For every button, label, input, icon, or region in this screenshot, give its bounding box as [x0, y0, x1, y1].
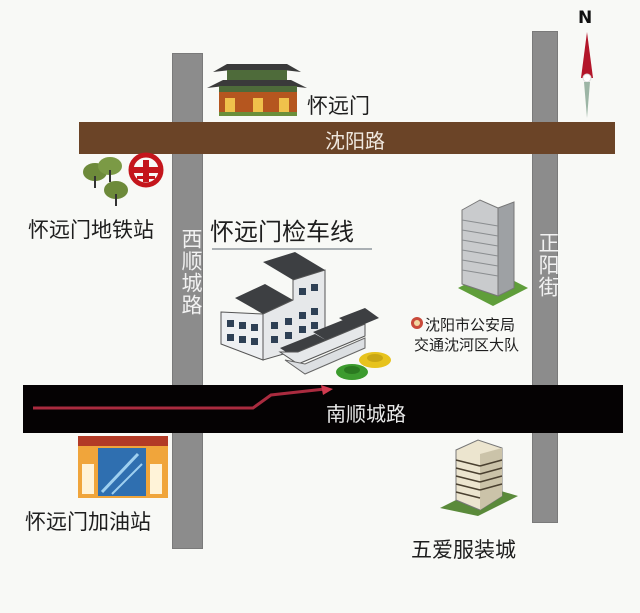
gas-station-label: 怀远门加油站	[25, 510, 151, 534]
route-arrow-icon	[33, 385, 333, 410]
huaiyuanmen-gate[interactable]: 怀远门	[207, 58, 407, 120]
road-zhengyang	[532, 31, 558, 523]
road-xishuncheng-label: 西顺城路	[179, 228, 203, 316]
compass-needle-icon	[581, 32, 593, 118]
gas-station[interactable]: 怀远门加油站	[24, 434, 174, 534]
gate-tower-icon	[207, 64, 307, 116]
road-nanshuncheng-label: 南顺城路	[326, 402, 406, 426]
compass-north-label: N	[578, 8, 593, 28]
title-underline	[212, 248, 372, 250]
road-shenyang-label: 沈阳路	[325, 129, 385, 153]
mall-building-icon	[440, 439, 518, 516]
road-nanshuncheng: 南顺城路	[23, 385, 623, 433]
metro-station-label: 怀远门地铁站	[28, 218, 154, 242]
road-shenyang: 沈阳路	[79, 122, 615, 154]
metro-station[interactable]: 怀远门地铁站	[20, 152, 180, 242]
road-zhengyang-label: 正阳街	[536, 232, 560, 298]
gas-station-icon	[78, 436, 168, 498]
police-line2: 交通沈河区大队	[414, 336, 520, 354]
yellow-car-icon	[359, 352, 391, 368]
wuai-building[interactable]	[440, 436, 540, 516]
inspection-building[interactable]	[215, 252, 395, 382]
inspection-line-title: 怀远门检车线	[210, 218, 354, 246]
factory-building-icon	[220, 252, 379, 375]
police-line1: 沈阳市公安局	[425, 316, 516, 334]
police-station[interactable]: 沈阳市公安局 交通沈河区大队	[410, 314, 560, 360]
inspection-line[interactable]: 怀远门检车线	[210, 212, 380, 252]
metro-logo-icon	[128, 152, 164, 188]
trees-icon	[83, 157, 128, 206]
huaiyuanmen-label: 怀远门	[307, 94, 370, 118]
wuai-market-label: 五爱服装城	[411, 538, 516, 562]
police-badge-icon	[411, 317, 423, 329]
green-car-icon	[336, 364, 368, 380]
office-tower-icon	[458, 199, 528, 306]
police-building[interactable]	[448, 196, 538, 306]
compass: N	[574, 8, 600, 118]
